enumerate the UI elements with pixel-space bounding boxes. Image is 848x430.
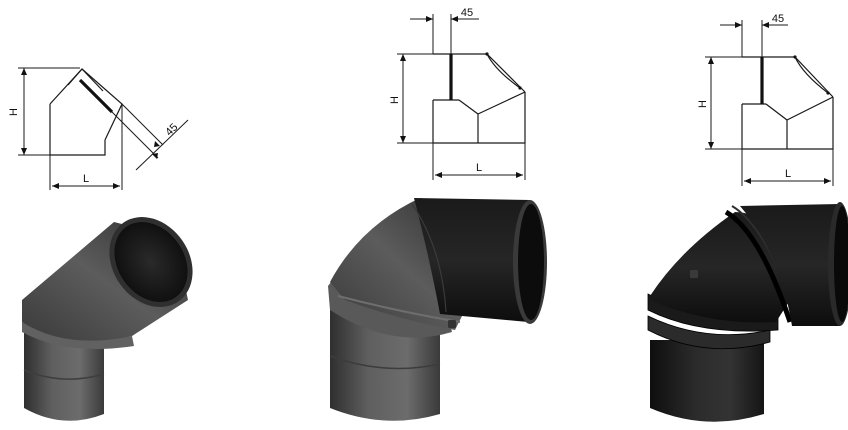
photo-90-segment-elbow: [328, 198, 547, 421]
length-label: L: [785, 168, 791, 180]
photo-45-elbow: [22, 217, 193, 421]
drawing-45-elbow: [18, 67, 189, 190]
angle-label: 45: [163, 121, 180, 138]
height-label: H: [389, 96, 401, 104]
length-label: L: [83, 173, 89, 185]
angle-label: 45: [461, 7, 473, 19]
drawing-90-segment: [397, 14, 526, 180]
length-label: L: [476, 162, 482, 174]
drawing-90-adjustable: [705, 20, 834, 186]
photo-90-adjustable-elbow: [647, 202, 848, 422]
height-label: H: [697, 100, 709, 108]
height-label: H: [8, 108, 20, 116]
angle-label: 45: [772, 13, 784, 25]
